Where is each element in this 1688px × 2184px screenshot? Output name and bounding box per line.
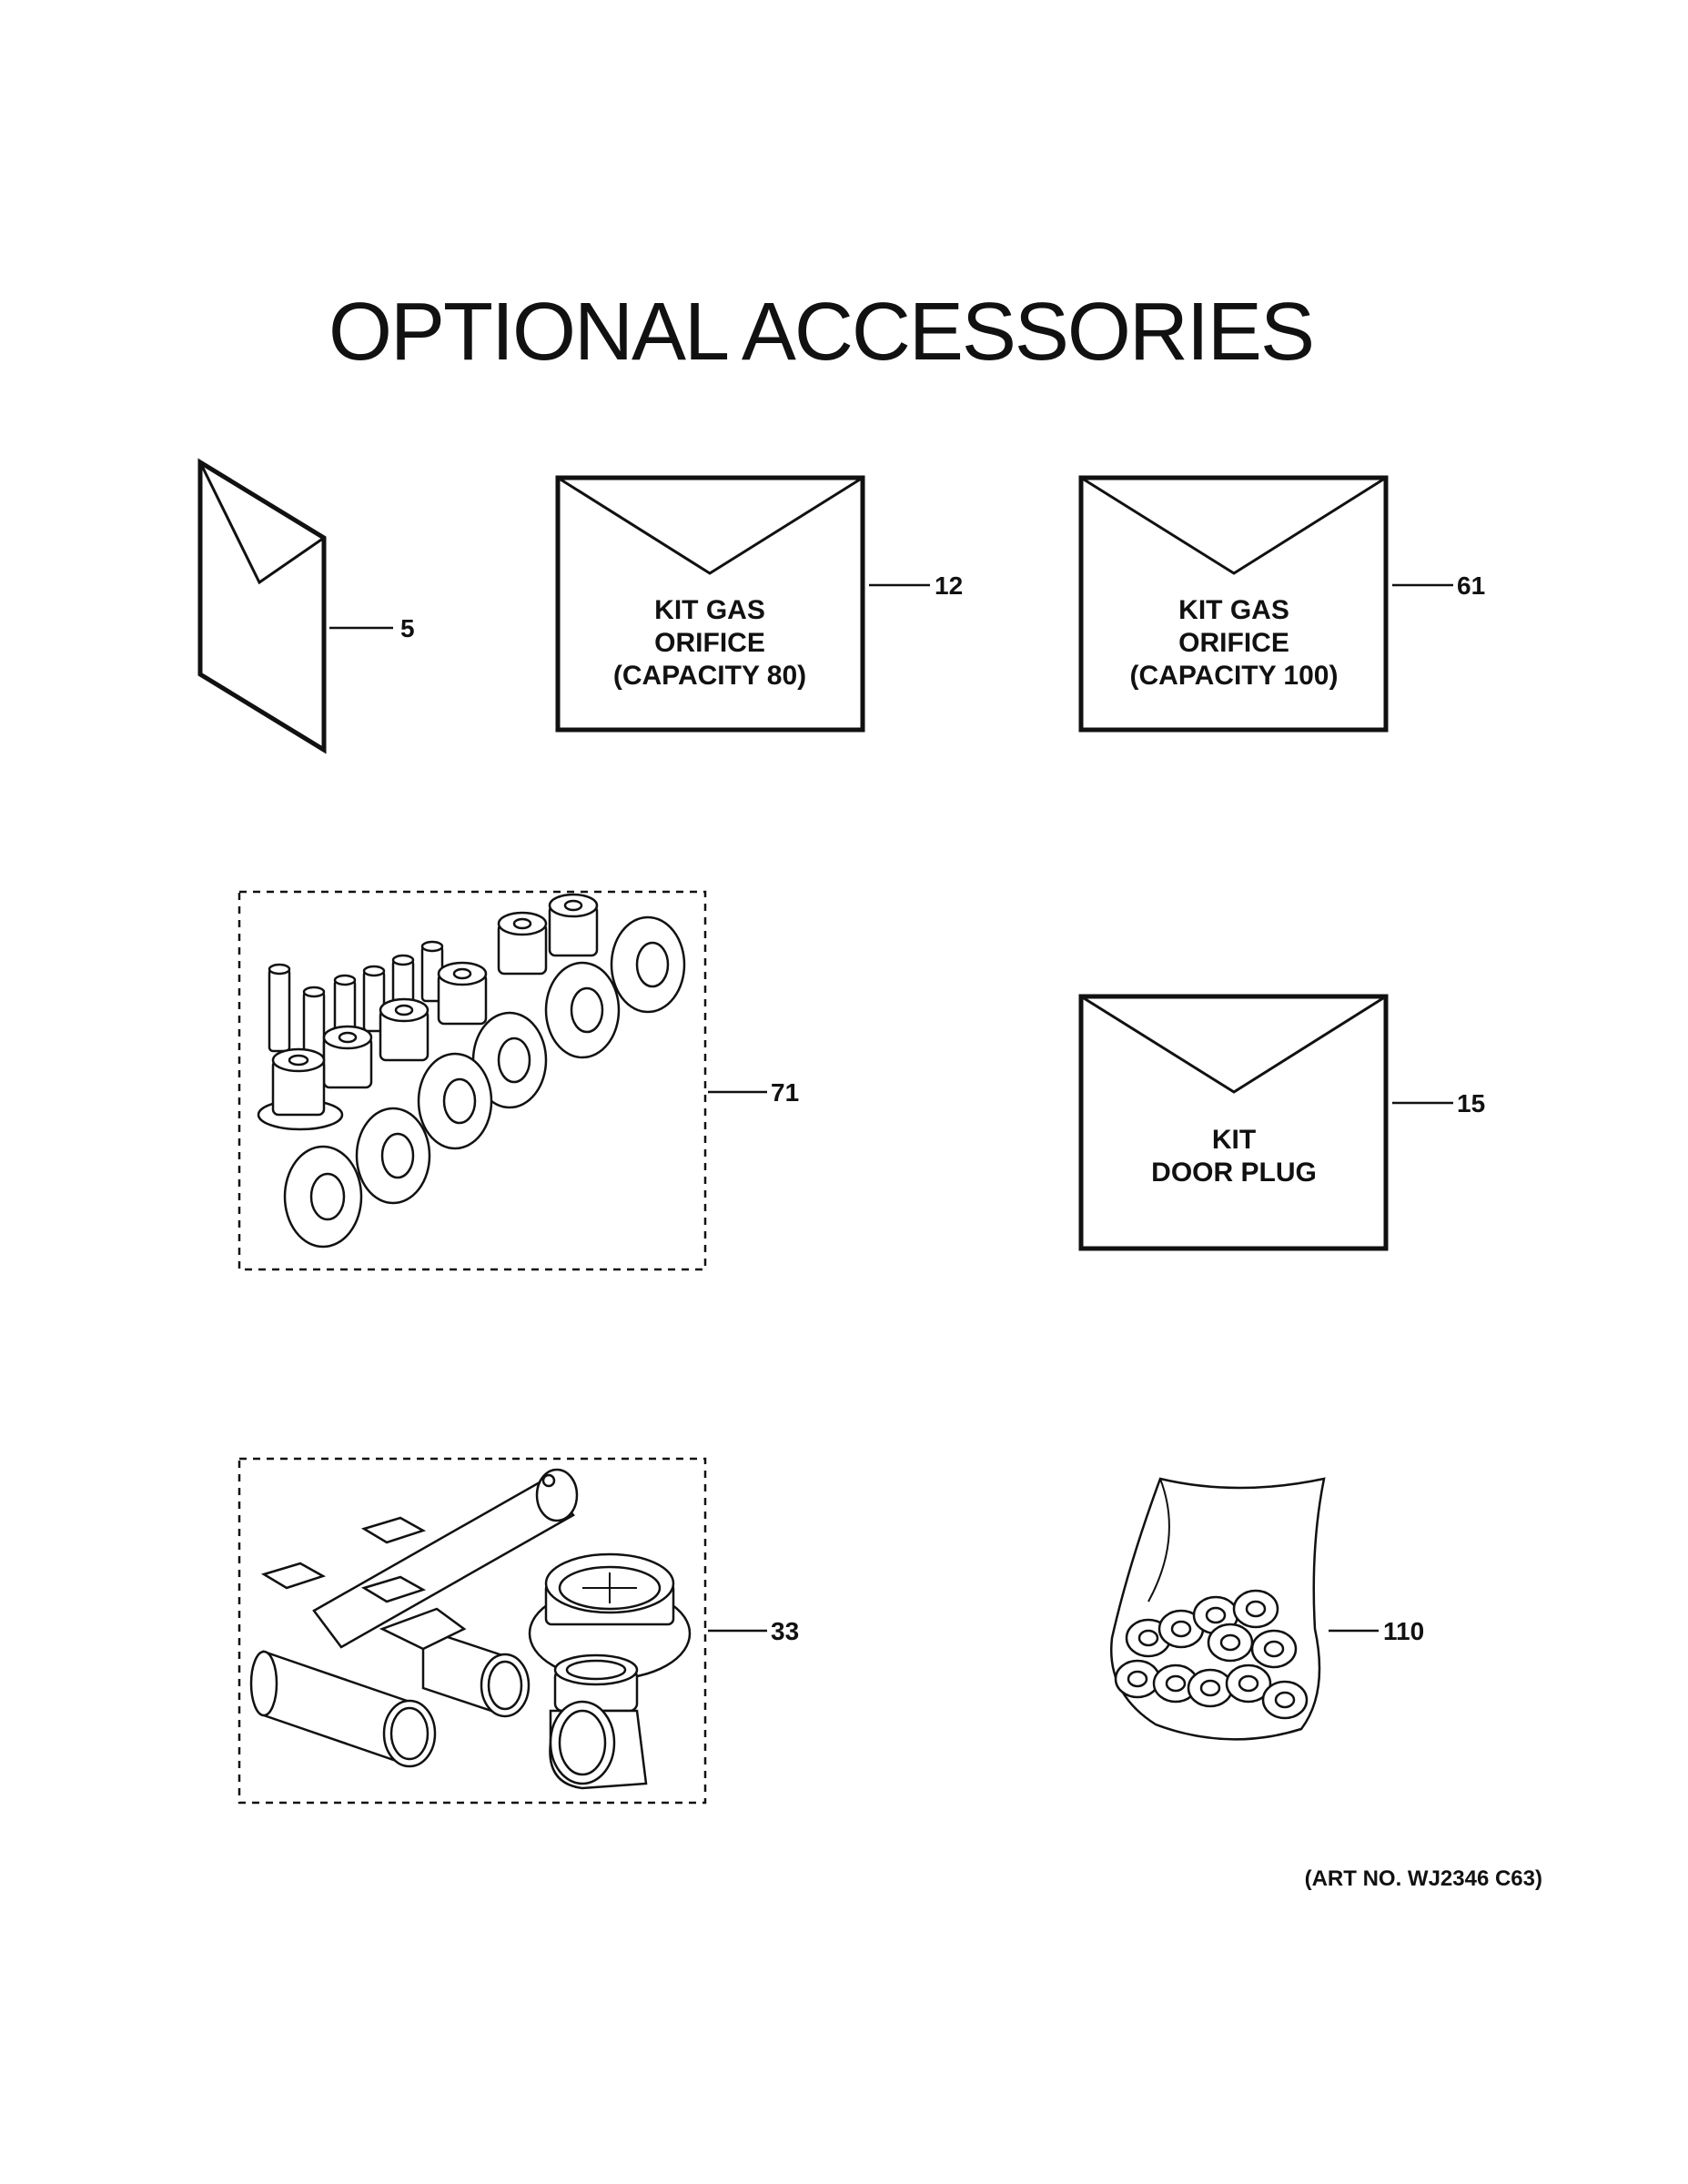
kit-door-plug-line-2: DOOR PLUG: [1151, 1158, 1317, 1188]
callout-33: 33: [771, 1617, 799, 1645]
kit-orifice-80-line-1: KIT GAS: [654, 595, 765, 625]
orifice-set-icon: [257, 893, 686, 1249]
orifice-set-illustration: 71: [238, 890, 799, 1271]
kit-door-plug-envelope: KIT DOOR PLUG 15: [1078, 994, 1485, 1251]
kit-orifice-80-line-3: (CAPACITY 80): [613, 661, 806, 691]
folded-document-icon: [197, 458, 327, 754]
page-title: OPTIONAL ACCESSORIES: [329, 287, 1313, 378]
callout-110: 110: [1383, 1617, 1424, 1645]
screw-bag-illustration: 110: [1109, 1477, 1424, 1741]
burner-parts-icon: [249, 1468, 692, 1790]
kit-orifice-80-envelope: KIT GAS ORIFICE (CAPACITY 80) 12: [555, 475, 963, 733]
burner-parts-illustration: 33: [238, 1457, 799, 1805]
kit-orifice-100-envelope: KIT GAS ORIFICE (CAPACITY 100) 61: [1078, 475, 1485, 733]
kit-orifice-80-line-2: ORIFICE: [654, 628, 765, 658]
kit-door-plug-line-1: KIT: [1212, 1125, 1256, 1155]
kit-orifice-100-line-2: ORIFICE: [1178, 628, 1289, 658]
screw-bag-icon: [1109, 1477, 1326, 1741]
callout-12: 12: [935, 571, 963, 600]
manual-illustration: 5: [197, 458, 415, 754]
envelope-icon: [555, 475, 865, 733]
envelope-icon: [1078, 475, 1389, 733]
callout-15: 15: [1457, 1089, 1485, 1117]
callout-71: 71: [771, 1078, 799, 1107]
envelope-icon: [1078, 994, 1389, 1251]
kit-orifice-100-line-3: (CAPACITY 100): [1130, 661, 1339, 691]
art-number: (ART NO. WJ2346 C63): [1305, 1866, 1542, 1891]
callout-61: 61: [1457, 571, 1485, 600]
callout-5: 5: [400, 614, 415, 642]
kit-orifice-100-line-1: KIT GAS: [1178, 595, 1289, 625]
